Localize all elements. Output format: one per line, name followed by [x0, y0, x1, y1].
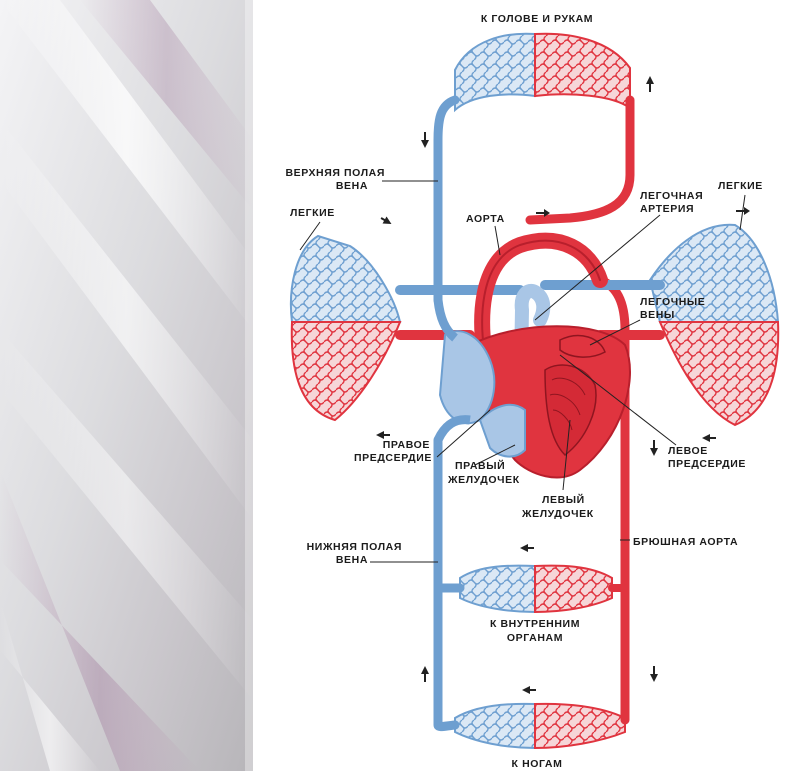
- label-to-legs: К НОГАМ: [512, 758, 563, 770]
- label-to-internal-organs-line1: К ВНУТРЕННИМ: [490, 618, 580, 630]
- label-to-head-arms: К ГОЛОВЕ И РУКАМ: [481, 13, 593, 25]
- label-pulmonary-artery-line2: АРТЕРИЯ: [640, 203, 694, 215]
- leader-lines: [299, 180, 746, 563]
- arrow-down-icon: [650, 440, 658, 456]
- legs-capillary-bed: [454, 702, 626, 750]
- left-ventricle-chamber: [544, 364, 597, 456]
- label-right-ventricle-line2: ЖЕЛУДОЧЕК: [447, 474, 520, 486]
- arrow-left-icon: [376, 431, 390, 439]
- label-lungs-right: ЛЕГКИЕ: [718, 180, 763, 192]
- label-superior-vena-cava-line1: ВЕРХНЯЯ ПОЛАЯ: [285, 167, 385, 179]
- arrow-up-icon: [646, 76, 654, 92]
- right-lung-capillary-bed: [648, 223, 780, 427]
- label-aorta: АОРТА: [466, 213, 505, 225]
- arrow-down-icon: [421, 132, 429, 148]
- arrow-right-icon: [536, 209, 550, 217]
- label-pulmonary-veins-line1: ЛЕГОЧНЫЕ: [640, 296, 705, 308]
- head-arms-capillary-bed: [454, 32, 631, 113]
- label-left-atrium-line1: ЛЕВОЕ: [668, 445, 708, 457]
- label-to-internal-organs-line2: ОРГАНАМ: [507, 632, 563, 644]
- arrow-left-icon: [522, 686, 536, 694]
- label-right-atrium-line2: ПРЕДСЕРДИЕ: [354, 452, 432, 464]
- arrow-left-icon: [702, 434, 716, 442]
- pulmonary-trunk-vessel: [513, 284, 551, 427]
- heart: [433, 299, 631, 479]
- right-atrium-chamber: [438, 330, 496, 425]
- arrow-down-icon: [650, 666, 658, 682]
- label-lungs-left: ЛЕГКИЕ: [290, 207, 335, 219]
- label-left-ventricle-line1: ЛЕВЫЙ: [542, 493, 585, 506]
- label-superior-vena-cava-line2: ВЕНА: [336, 180, 368, 192]
- decorative-side-panel: [0, 0, 253, 771]
- arrow-up-icon: [421, 666, 429, 682]
- label-right-atrium-line1: ПРАВОЕ: [383, 439, 430, 451]
- left-atrium-chamber: [559, 334, 606, 358]
- label-right-ventricle-line1: ПРАВЫЙ: [455, 459, 505, 472]
- label-inferior-vena-cava-line1: НИЖНЯЯ ПОЛАЯ: [307, 541, 402, 553]
- internal-organs-capillary-bed: [459, 564, 613, 614]
- label-abdominal-aorta: БРЮШНАЯ АОРТА: [633, 536, 738, 548]
- arrow-left-icon: [380, 216, 392, 224]
- right-ventricle-chamber: [478, 403, 526, 458]
- label-left-atrium-line2: ПРЕДСЕРДИЕ: [668, 458, 746, 470]
- arrow-left-icon: [520, 544, 534, 552]
- venous-loop-vessel: [433, 95, 465, 732]
- label-pulmonary-artery-line1: ЛЕГОЧНАЯ: [640, 190, 703, 202]
- label-left-ventricle-line2: ЖЕЛУДОЧЕК: [521, 508, 594, 520]
- left-lung-capillary-bed: [289, 234, 402, 422]
- label-inferior-vena-cava-line2: ВЕНА: [336, 554, 368, 566]
- label-pulmonary-veins-line2: ВЕНЫ: [640, 309, 675, 321]
